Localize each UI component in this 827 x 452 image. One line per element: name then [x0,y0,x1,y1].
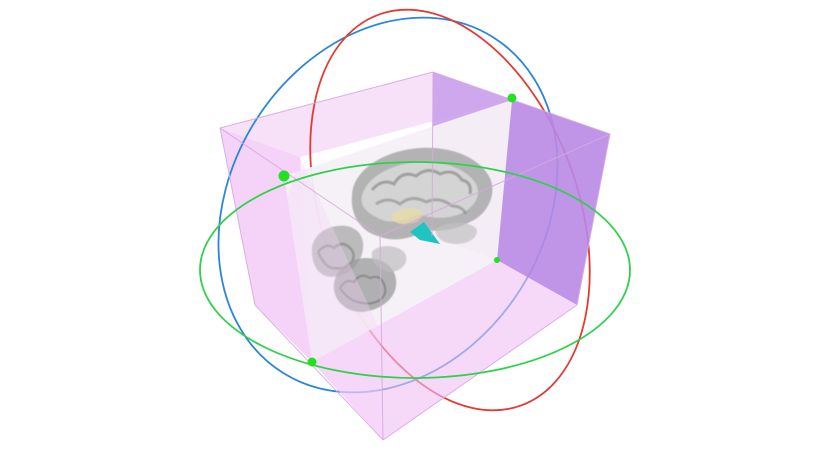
box-edges [219,71,611,441]
box-face-right [497,100,610,305]
plane-handle-bottom-right[interactable] [494,257,500,263]
brain-slice-image [311,147,493,312]
plane-handle-top-left[interactable] [278,170,290,182]
rotate-ring-z[interactable] [199,161,631,379]
box-face-bottom [312,260,577,440]
plane-handle-bottom-left[interactable] [307,357,317,367]
highlighted-structure[interactable] [410,222,440,244]
plane-handle-top-right[interactable] [507,93,517,103]
box-face-front-lower [255,157,383,440]
